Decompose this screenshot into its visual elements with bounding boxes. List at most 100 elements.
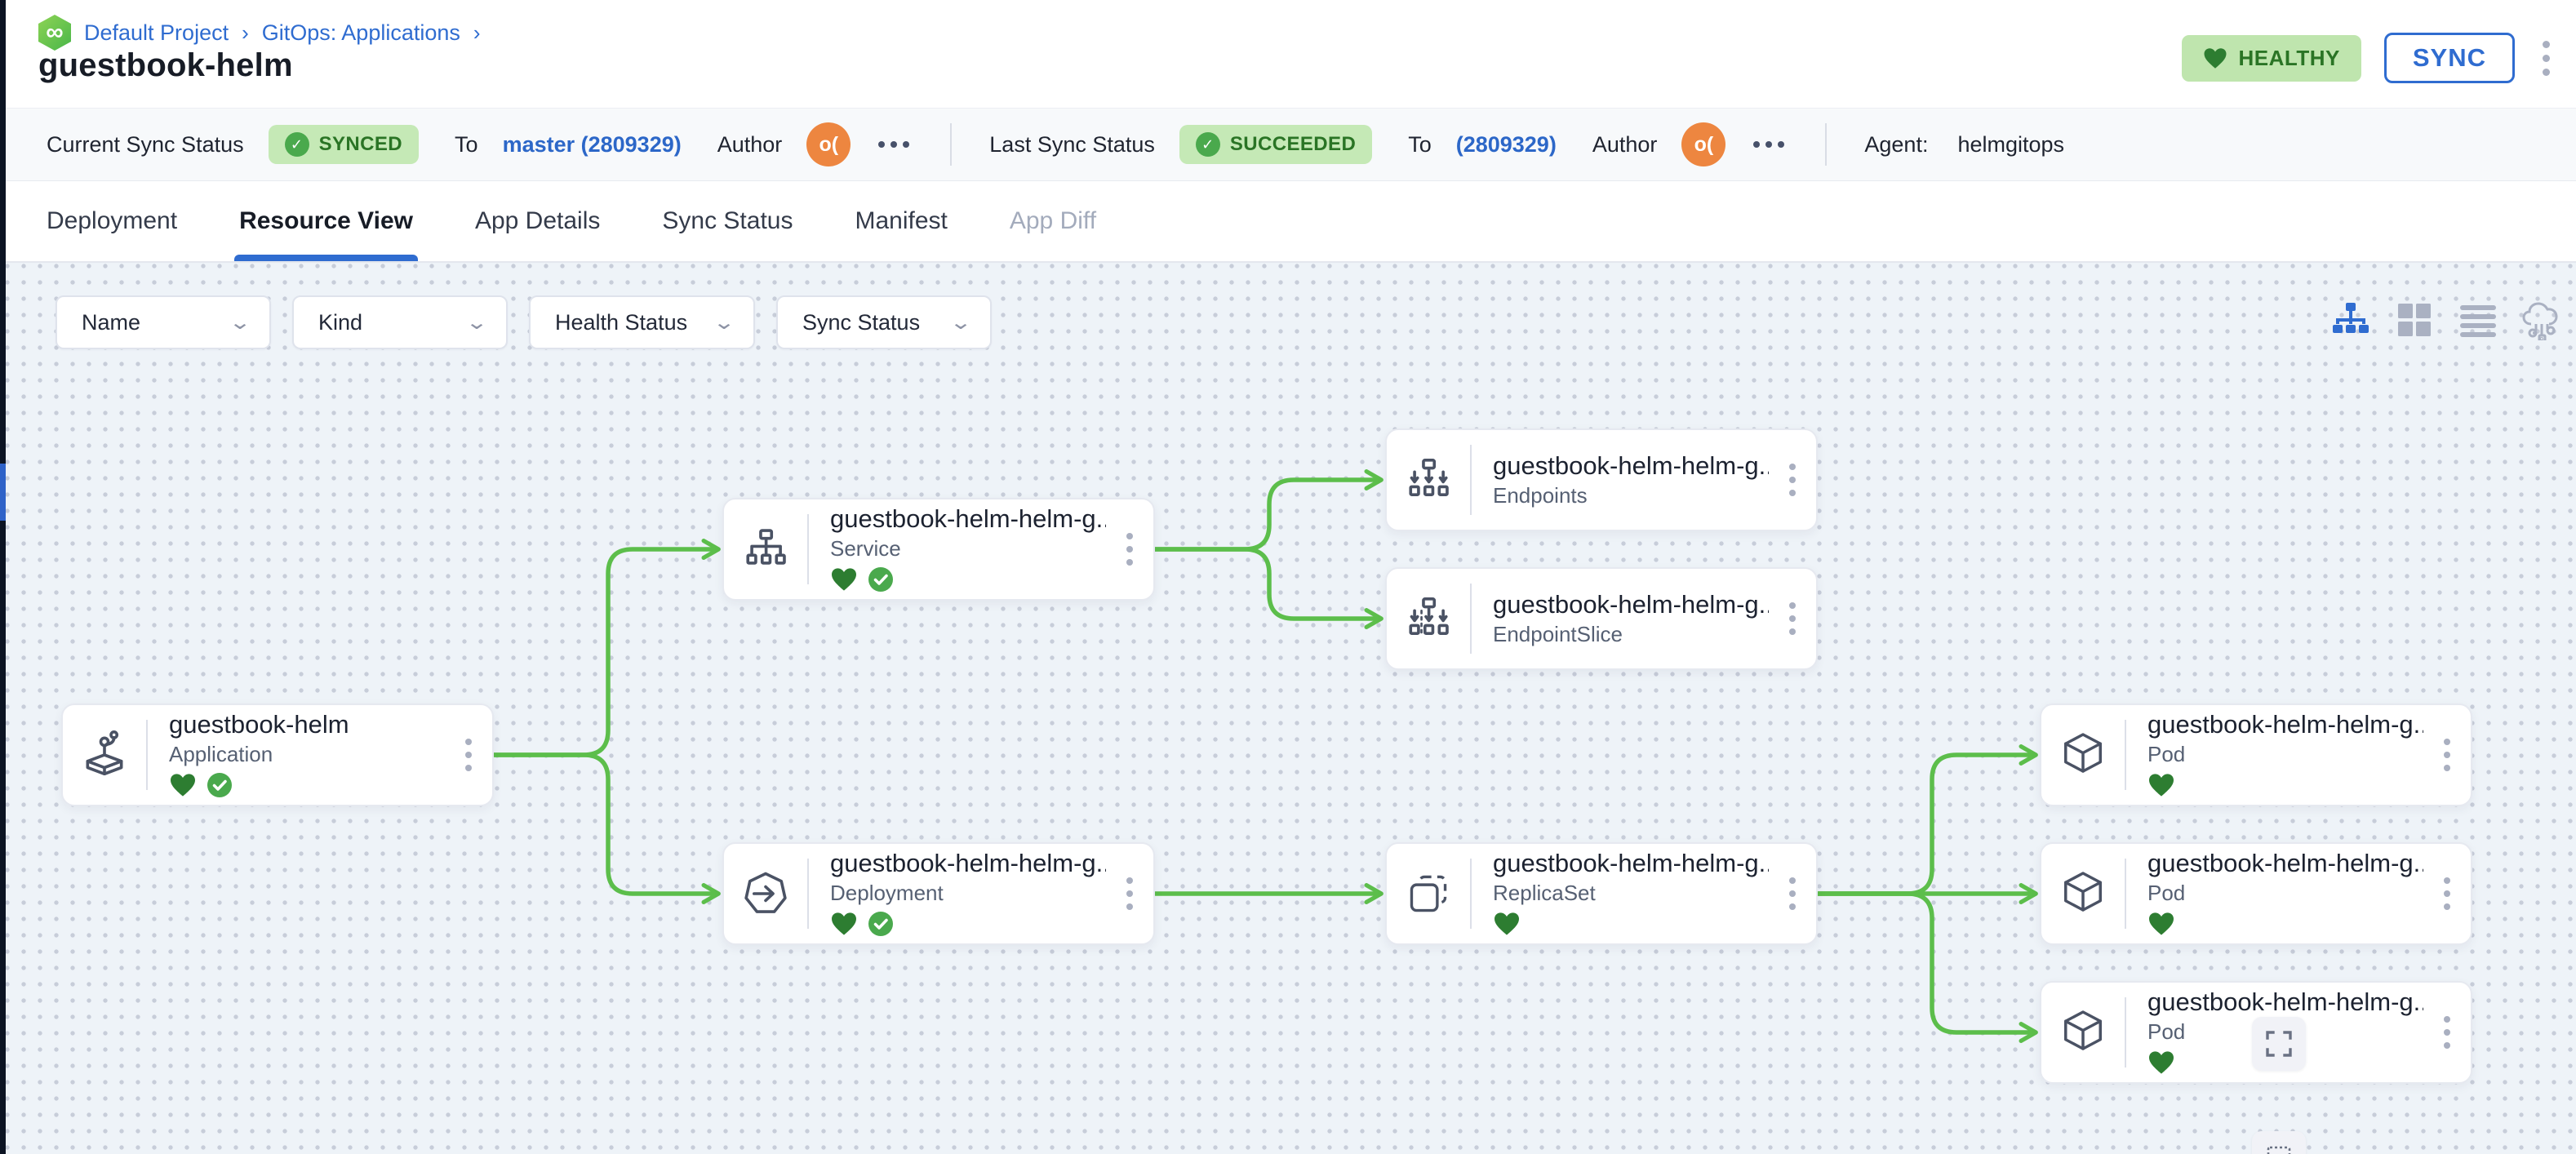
filter-label: Kind — [318, 309, 363, 335]
synced-badge: ✓ SYNCED — [268, 125, 420, 164]
service-icon — [724, 499, 807, 599]
node-more-menu[interactable] — [2423, 844, 2471, 943]
node-more-menu[interactable] — [1106, 844, 1153, 943]
resource-name: guestbook-helm-helm-g... — [1493, 590, 1769, 619]
resource-status-badges — [830, 565, 1106, 594]
node-more-menu[interactable] — [1769, 844, 1816, 943]
healthy-heart-icon — [2149, 774, 2174, 797]
breadcrumb-separator: › — [242, 20, 249, 45]
resource-node-body: guestbook-helm Application — [148, 705, 445, 805]
commit-more-menu[interactable] — [1750, 141, 1788, 148]
node-more-menu[interactable] — [1769, 430, 1816, 530]
resource-node-body: guestbook-helm-helm-g... Endpoints — [1472, 430, 1769, 530]
resource-node-deployment[interactable]: guestbook-helm-helm-g... Deployment — [722, 842, 1155, 945]
author-label: Author — [1592, 131, 1658, 157]
resource-node-replicaset[interactable]: guestbook-helm-helm-g... ReplicaSet — [1385, 842, 1818, 945]
tab-deployment[interactable]: Deployment — [47, 207, 178, 234]
expand-view-button[interactable] — [2252, 1017, 2306, 1071]
tab-manifest[interactable]: Manifest — [855, 207, 948, 234]
divider — [2125, 997, 2126, 1067]
resource-status-badges — [830, 909, 1106, 939]
breadcrumb-project-link[interactable]: Default Project — [84, 20, 229, 45]
filter-dropdown-health-status[interactable]: Health Status ⌄ — [529, 295, 755, 349]
header-more-menu[interactable] — [2538, 36, 2555, 81]
filter-dropdown-sync-status[interactable]: Sync Status⌄ — [776, 295, 992, 349]
pod-icon — [2041, 705, 2125, 805]
codefresh-logo-icon: ∞ — [38, 15, 71, 51]
grid-view-icon — [2398, 304, 2431, 336]
author-avatar[interactable]: o( — [1681, 122, 1726, 166]
chevron-down-icon: ⌄ — [228, 311, 252, 334]
resource-edge — [1815, 891, 2038, 1043]
filter-label: Health Status — [555, 309, 688, 335]
fit-view-icon — [2267, 1146, 2291, 1154]
breadcrumb-section-link[interactable]: GitOps: Applications — [261, 20, 460, 45]
filter-label: Name — [82, 309, 141, 335]
pod-icon — [2041, 844, 2125, 943]
resource-edge — [1153, 469, 1383, 552]
resource-name: guestbook-helm-helm-g... — [830, 504, 1106, 533]
expand-view-icon — [2266, 1031, 2292, 1057]
resource-node-application[interactable]: guestbook-helm Application — [61, 703, 494, 806]
endpoints-icon — [1387, 430, 1470, 530]
deployment-icon — [724, 844, 807, 943]
sync-status-bar: Current Sync Status ✓ SYNCED To master (… — [6, 108, 2576, 181]
resource-node-endpointslice[interactable]: guestbook-helm-helm-g... EndpointSlice — [1385, 567, 1818, 670]
healthy-heart-icon — [1495, 912, 1519, 935]
sync-button[interactable]: SYNC — [2383, 33, 2515, 83]
resource-node-service[interactable]: guestbook-helm-helm-g... Service — [722, 498, 1155, 601]
last-sync-status-label: Last Sync Status — [989, 131, 1155, 157]
node-more-menu[interactable] — [2423, 705, 2471, 805]
tree-view-button[interactable] — [2330, 299, 2372, 341]
resource-status-badges — [2147, 770, 2423, 800]
resource-node-body: guestbook-helm-helm-g... Pod — [2126, 983, 2423, 1082]
fit-view-button[interactable] — [2252, 1131, 2306, 1154]
page-title: guestbook-helm — [38, 47, 293, 83]
filter-dropdown-name[interactable]: Name ⌄ — [56, 295, 271, 349]
author-label: Author — [717, 131, 783, 157]
resource-node-pod[interactable]: guestbook-helm-helm-g... Pod — [2040, 842, 2472, 945]
divider — [807, 514, 809, 584]
filter-dropdown-kind[interactable]: Kind⌄ — [292, 295, 508, 349]
tab-app-details[interactable]: App Details — [474, 207, 601, 234]
list-view-button[interactable] — [2457, 299, 2499, 341]
divider — [2125, 720, 2126, 790]
cluster-view-icon — [2522, 302, 2558, 340]
resource-status-badges — [2147, 1048, 2423, 1077]
resource-kind: ReplicaSet — [1493, 881, 1596, 905]
divider — [950, 123, 953, 166]
resource-edge — [1815, 744, 2038, 896]
resource-name: guestbook-helm-helm-g... — [830, 849, 1106, 877]
last-revision-link[interactable]: (2809329) — [1455, 131, 1557, 157]
chevron-down-icon: ⌄ — [712, 311, 736, 334]
divider — [1825, 123, 1828, 166]
resource-canvas[interactable]: Name⌄Kind⌄Health Status⌄Sync Status⌄ gue… — [6, 263, 2576, 1154]
resource-edge — [491, 539, 721, 757]
resource-kind: Application — [169, 742, 273, 766]
edges-layer — [491, 469, 2038, 1043]
node-more-menu[interactable] — [2423, 983, 2471, 1082]
current-revision-link[interactable]: master (2809329) — [502, 131, 682, 157]
resource-node-endpoints[interactable]: guestbook-helm-helm-g... Endpoints — [1385, 428, 1818, 531]
divider — [807, 859, 809, 929]
node-more-menu[interactable] — [1106, 499, 1153, 599]
to-label: To — [455, 131, 478, 157]
chevron-down-icon: ⌄ — [948, 311, 973, 334]
grid-view-button[interactable] — [2393, 299, 2436, 341]
heart-icon — [2204, 47, 2226, 69]
resource-kind: Endpoints — [1493, 483, 1588, 508]
cluster-view-button[interactable] — [2520, 299, 2563, 341]
divider — [1470, 445, 1472, 515]
author-avatar[interactable]: o( — [806, 122, 851, 166]
tab-sync-status[interactable]: Sync Status — [662, 207, 793, 234]
resource-node-pod[interactable]: guestbook-helm-helm-g... Pod — [2040, 703, 2472, 806]
commit-more-menu[interactable] — [875, 141, 913, 148]
node-more-menu[interactable] — [1769, 569, 1816, 668]
resource-status-badges — [169, 770, 445, 800]
divider — [1470, 859, 1472, 929]
tab-resource-view[interactable]: Resource View — [234, 181, 418, 261]
tab-app-diff: App Diff — [1009, 207, 1097, 234]
node-more-menu[interactable] — [445, 705, 492, 805]
resource-name: guestbook-helm-helm-g... — [2147, 988, 2423, 1016]
resource-name: guestbook-helm — [169, 710, 349, 739]
